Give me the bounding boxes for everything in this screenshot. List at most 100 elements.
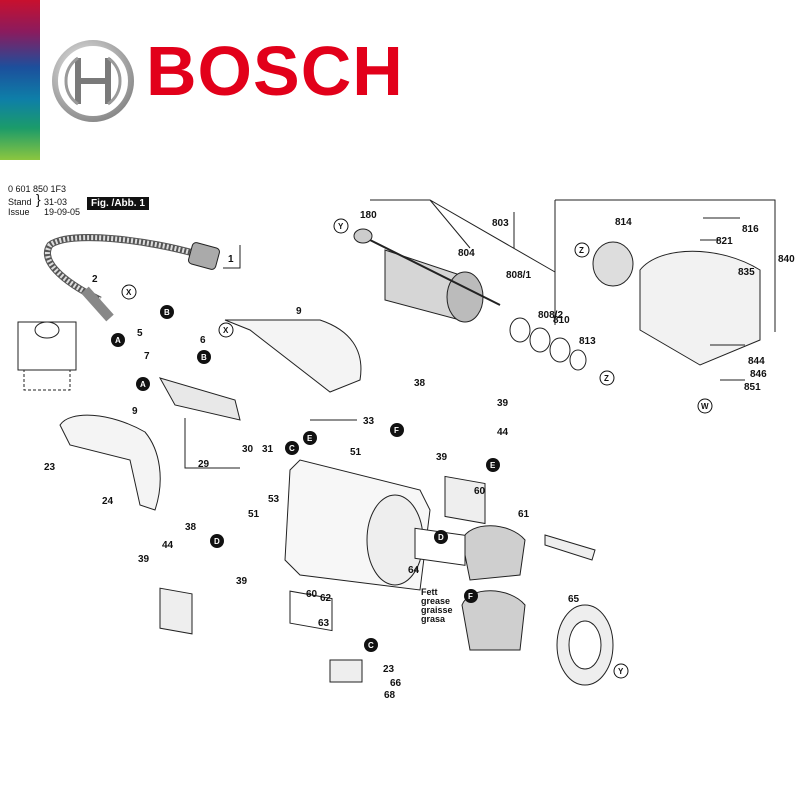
part-label-804: 29 — [198, 459, 210, 470]
svg-text:Z: Z — [579, 246, 584, 255]
brush-plate-shape — [444, 475, 486, 525]
svg-text:A: A — [140, 380, 146, 389]
field-winding-shape — [461, 525, 526, 581]
part-label-24-side: 9 — [132, 406, 138, 417]
part-label-65-lower: 23 — [383, 664, 395, 675]
callout-c-1: C — [285, 441, 299, 455]
part-label-31: 65 — [568, 594, 580, 605]
part-label-821: 840 — [778, 254, 795, 265]
part-label-61: 835 — [738, 267, 755, 278]
svg-text:E: E — [490, 461, 496, 470]
part-number: 0 601 850 1F3 — [8, 184, 67, 194]
callout-f-2: F — [464, 589, 478, 603]
callout-z-1: Z — [574, 242, 590, 258]
part-label-835: 804 — [458, 248, 475, 259]
callout-b-1: B — [160, 305, 174, 319]
brand-color-stripe — [0, 0, 40, 160]
part-label-64-lower: 39 — [236, 576, 248, 587]
svg-text:B: B — [201, 353, 207, 362]
callout-f-1: F — [390, 423, 404, 437]
part-label-65-left: 23 — [44, 462, 56, 473]
callout-x-2: X — [218, 322, 234, 338]
callout-d-2: E — [486, 458, 500, 472]
part-label-60: 844 — [748, 356, 765, 367]
callout-z-2: Z — [599, 370, 615, 386]
grease-note-line1: Fett — [421, 587, 438, 597]
callout-e-2: D — [434, 530, 448, 544]
part-label-64-left: 39 — [138, 554, 150, 565]
svg-text:X: X — [126, 288, 132, 297]
part-label-6: 2 — [92, 274, 98, 285]
callout-y-2: Y — [613, 663, 629, 679]
part-label-840: 816 — [742, 224, 759, 235]
part-label-816-left: 51 — [248, 509, 260, 520]
svg-text:F: F — [468, 592, 473, 601]
part-label-30: 814 — [615, 217, 632, 228]
handle-housing-shape — [224, 319, 362, 393]
part-label-44: 66 — [390, 678, 402, 689]
part-label-180: 33 — [363, 416, 375, 427]
svg-text:F: F — [394, 426, 399, 435]
grease-note-line4: grasa — [421, 614, 446, 624]
part-label-2: 61 — [518, 509, 530, 520]
grease-note-line2: grease — [421, 596, 450, 606]
svg-text:D: D — [214, 537, 220, 546]
cord-plug-shape — [188, 242, 220, 270]
part-label-64-top: 39 — [497, 398, 509, 409]
part-label-66: 5 — [137, 328, 143, 339]
callout-e-1: D — [210, 534, 224, 548]
part-label-5: 1 — [228, 254, 234, 265]
part-label-803: 803 — [492, 218, 509, 229]
svg-text:E: E — [307, 434, 313, 443]
issue-date: 19-09-05 — [44, 207, 81, 217]
svg-text:B: B — [164, 308, 170, 317]
part-label-64-mid: 39 — [436, 452, 448, 463]
svg-text:Y: Y — [618, 667, 624, 676]
svg-text:Y: Y — [338, 222, 344, 231]
part-label-51: 846 — [750, 369, 767, 380]
part-label-29: 821 — [716, 236, 733, 247]
part-label-1: 53 — [268, 494, 280, 505]
part-label-39: 64 — [408, 565, 420, 576]
part-label-851: 851 — [744, 382, 761, 393]
part-label-68: 30 — [242, 444, 254, 455]
gear-housing-shape — [639, 250, 761, 366]
grease-note-line3: graisse — [421, 605, 453, 615]
schematic-box — [17, 321, 77, 371]
svg-text:Z: Z — [604, 374, 609, 383]
figure-label: Fig. /Abb. 1 — [87, 197, 149, 210]
svg-text:C: C — [289, 444, 295, 453]
callout-x-1: X — [121, 284, 137, 300]
part-label-810-left: 38 — [185, 522, 197, 533]
switch-assembly-shape — [158, 377, 241, 421]
part-label-24-top: 9 — [296, 306, 302, 317]
part-label-813: 180 — [360, 210, 377, 221]
part-label-808-2: 63 — [318, 618, 330, 629]
svg-text:C: C — [368, 641, 374, 650]
svg-text:D: D — [438, 533, 444, 542]
part-label-63: 6 — [200, 335, 206, 346]
cover-plate-shape — [159, 587, 193, 635]
part-label-808-1: 62 — [320, 593, 332, 604]
callout-d-1: E — [303, 431, 317, 445]
part-label-23-left: 44 — [162, 540, 174, 551]
brace-glyph: } — [36, 191, 41, 207]
part-label-846: 808/1 — [506, 270, 531, 281]
stand-date: 31-03 — [44, 197, 68, 207]
part-label-23-top: 44 — [497, 427, 509, 438]
part-label-33: 813 — [579, 336, 596, 347]
part-label-814: 810 — [553, 315, 570, 326]
svg-text:W: W — [701, 402, 709, 411]
bosch-armature-logo-icon — [52, 40, 134, 122]
part-label-62: 24 — [102, 496, 114, 507]
callout-y-1: Y — [333, 218, 349, 234]
bracket-shape — [544, 534, 596, 561]
part-label-38: 808/2 — [538, 310, 563, 321]
svg-text:X: X — [223, 326, 229, 335]
cable-clamp-shape — [329, 659, 363, 683]
part-label-53: 31 — [262, 444, 274, 455]
stand-label: Stand — [8, 197, 32, 207]
part-label-810-top: 38 — [414, 378, 426, 389]
callout-b-2: B — [197, 350, 211, 364]
